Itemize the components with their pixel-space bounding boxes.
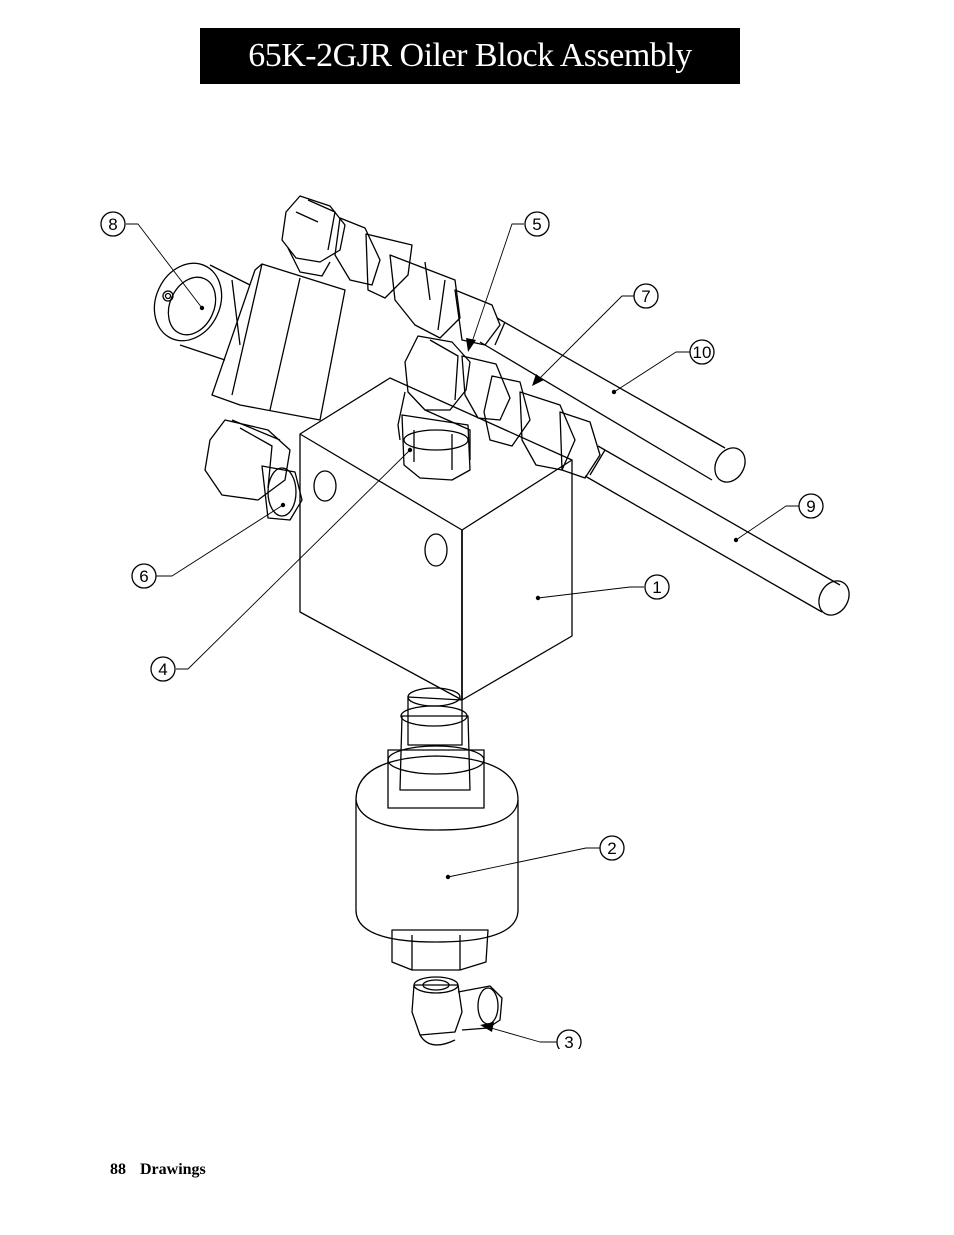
callout-10: 10 bbox=[689, 339, 715, 365]
svg-text:10: 10 bbox=[693, 343, 712, 362]
callout-2: 2 bbox=[599, 835, 625, 861]
tube-9 bbox=[584, 445, 850, 616]
svg-text:1: 1 bbox=[652, 578, 661, 597]
callout-6: 6 bbox=[131, 563, 157, 589]
part-8 bbox=[153, 262, 346, 421]
callout-4: 4 bbox=[150, 656, 176, 682]
svg-text:2: 2 bbox=[607, 839, 616, 858]
arrowheads bbox=[466, 338, 544, 1032]
callout-5: 5 bbox=[524, 211, 550, 237]
svg-text:3: 3 bbox=[564, 1033, 573, 1052]
section-name: Drawings bbox=[140, 1161, 206, 1178]
page-footer: 88 Drawings bbox=[110, 1161, 206, 1179]
leaders bbox=[126, 223, 800, 1043]
svg-text:4: 4 bbox=[158, 660, 167, 679]
svg-text:8: 8 bbox=[108, 215, 117, 234]
fitting-6 bbox=[204, 419, 303, 521]
crop-mask bbox=[540, 1049, 600, 1063]
page-title: 65K-2GJR Oiler Block Assembly bbox=[248, 37, 692, 74]
part-3 bbox=[411, 976, 503, 1046]
svg-text:9: 9 bbox=[806, 497, 815, 516]
block-1 bbox=[299, 377, 573, 701]
svg-text:6: 6 bbox=[139, 567, 148, 586]
svg-text:5: 5 bbox=[532, 215, 541, 234]
callout-9: 9 bbox=[798, 493, 824, 519]
page-number: 88 bbox=[110, 1161, 126, 1178]
callout-7: 7 bbox=[633, 283, 659, 309]
middle-fitting-chain bbox=[397, 335, 601, 479]
leader-dots bbox=[199, 305, 739, 880]
svg-text:7: 7 bbox=[641, 287, 650, 306]
title-banner: 65K-2GJR Oiler Block Assembly bbox=[200, 28, 740, 84]
fitting-4 bbox=[401, 414, 471, 481]
tube-10 bbox=[479, 317, 746, 483]
callout-8: 8 bbox=[100, 211, 126, 237]
part-2 bbox=[355, 687, 519, 971]
upper-fitting-chain bbox=[281, 195, 501, 346]
callout-1: 1 bbox=[644, 574, 670, 600]
